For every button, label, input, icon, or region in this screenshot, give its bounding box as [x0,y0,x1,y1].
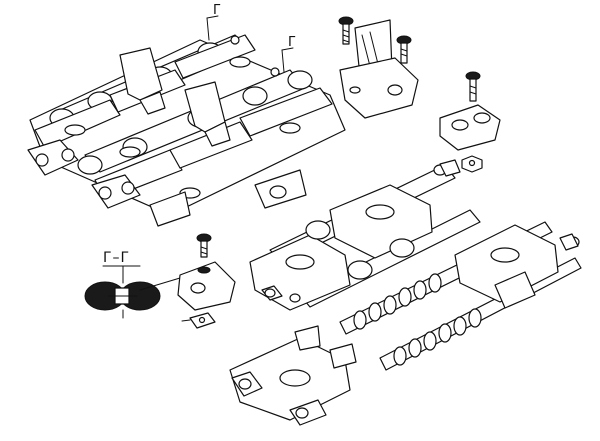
end-clamps [27,139,141,209]
nut-icon [189,312,216,329]
bolt-icon [338,16,354,45]
section-view: Г–Г [84,250,191,319]
shaft-assembly [339,221,582,371]
section-marker-2: Г [288,35,296,50]
loose-rocker-frame [229,325,357,426]
middle-sub-assembly [249,159,481,311]
support-brackets [119,47,231,147]
bolt-icon [196,233,212,258]
section-marker-1: Г [213,3,221,18]
shaft-splines-lower [393,308,482,366]
bracket-with-bolts [338,16,419,119]
nut-icon [461,155,483,173]
small-clamp-assembly [439,71,501,173]
shaft-splines-upper [353,273,442,330]
assembled-rocker-unit: Г Г [27,3,346,227]
bolt-icon [396,35,412,64]
section-label: Г–Г [103,250,130,266]
bolt-icon [465,71,481,102]
center-clamp-assembly [177,233,236,329]
